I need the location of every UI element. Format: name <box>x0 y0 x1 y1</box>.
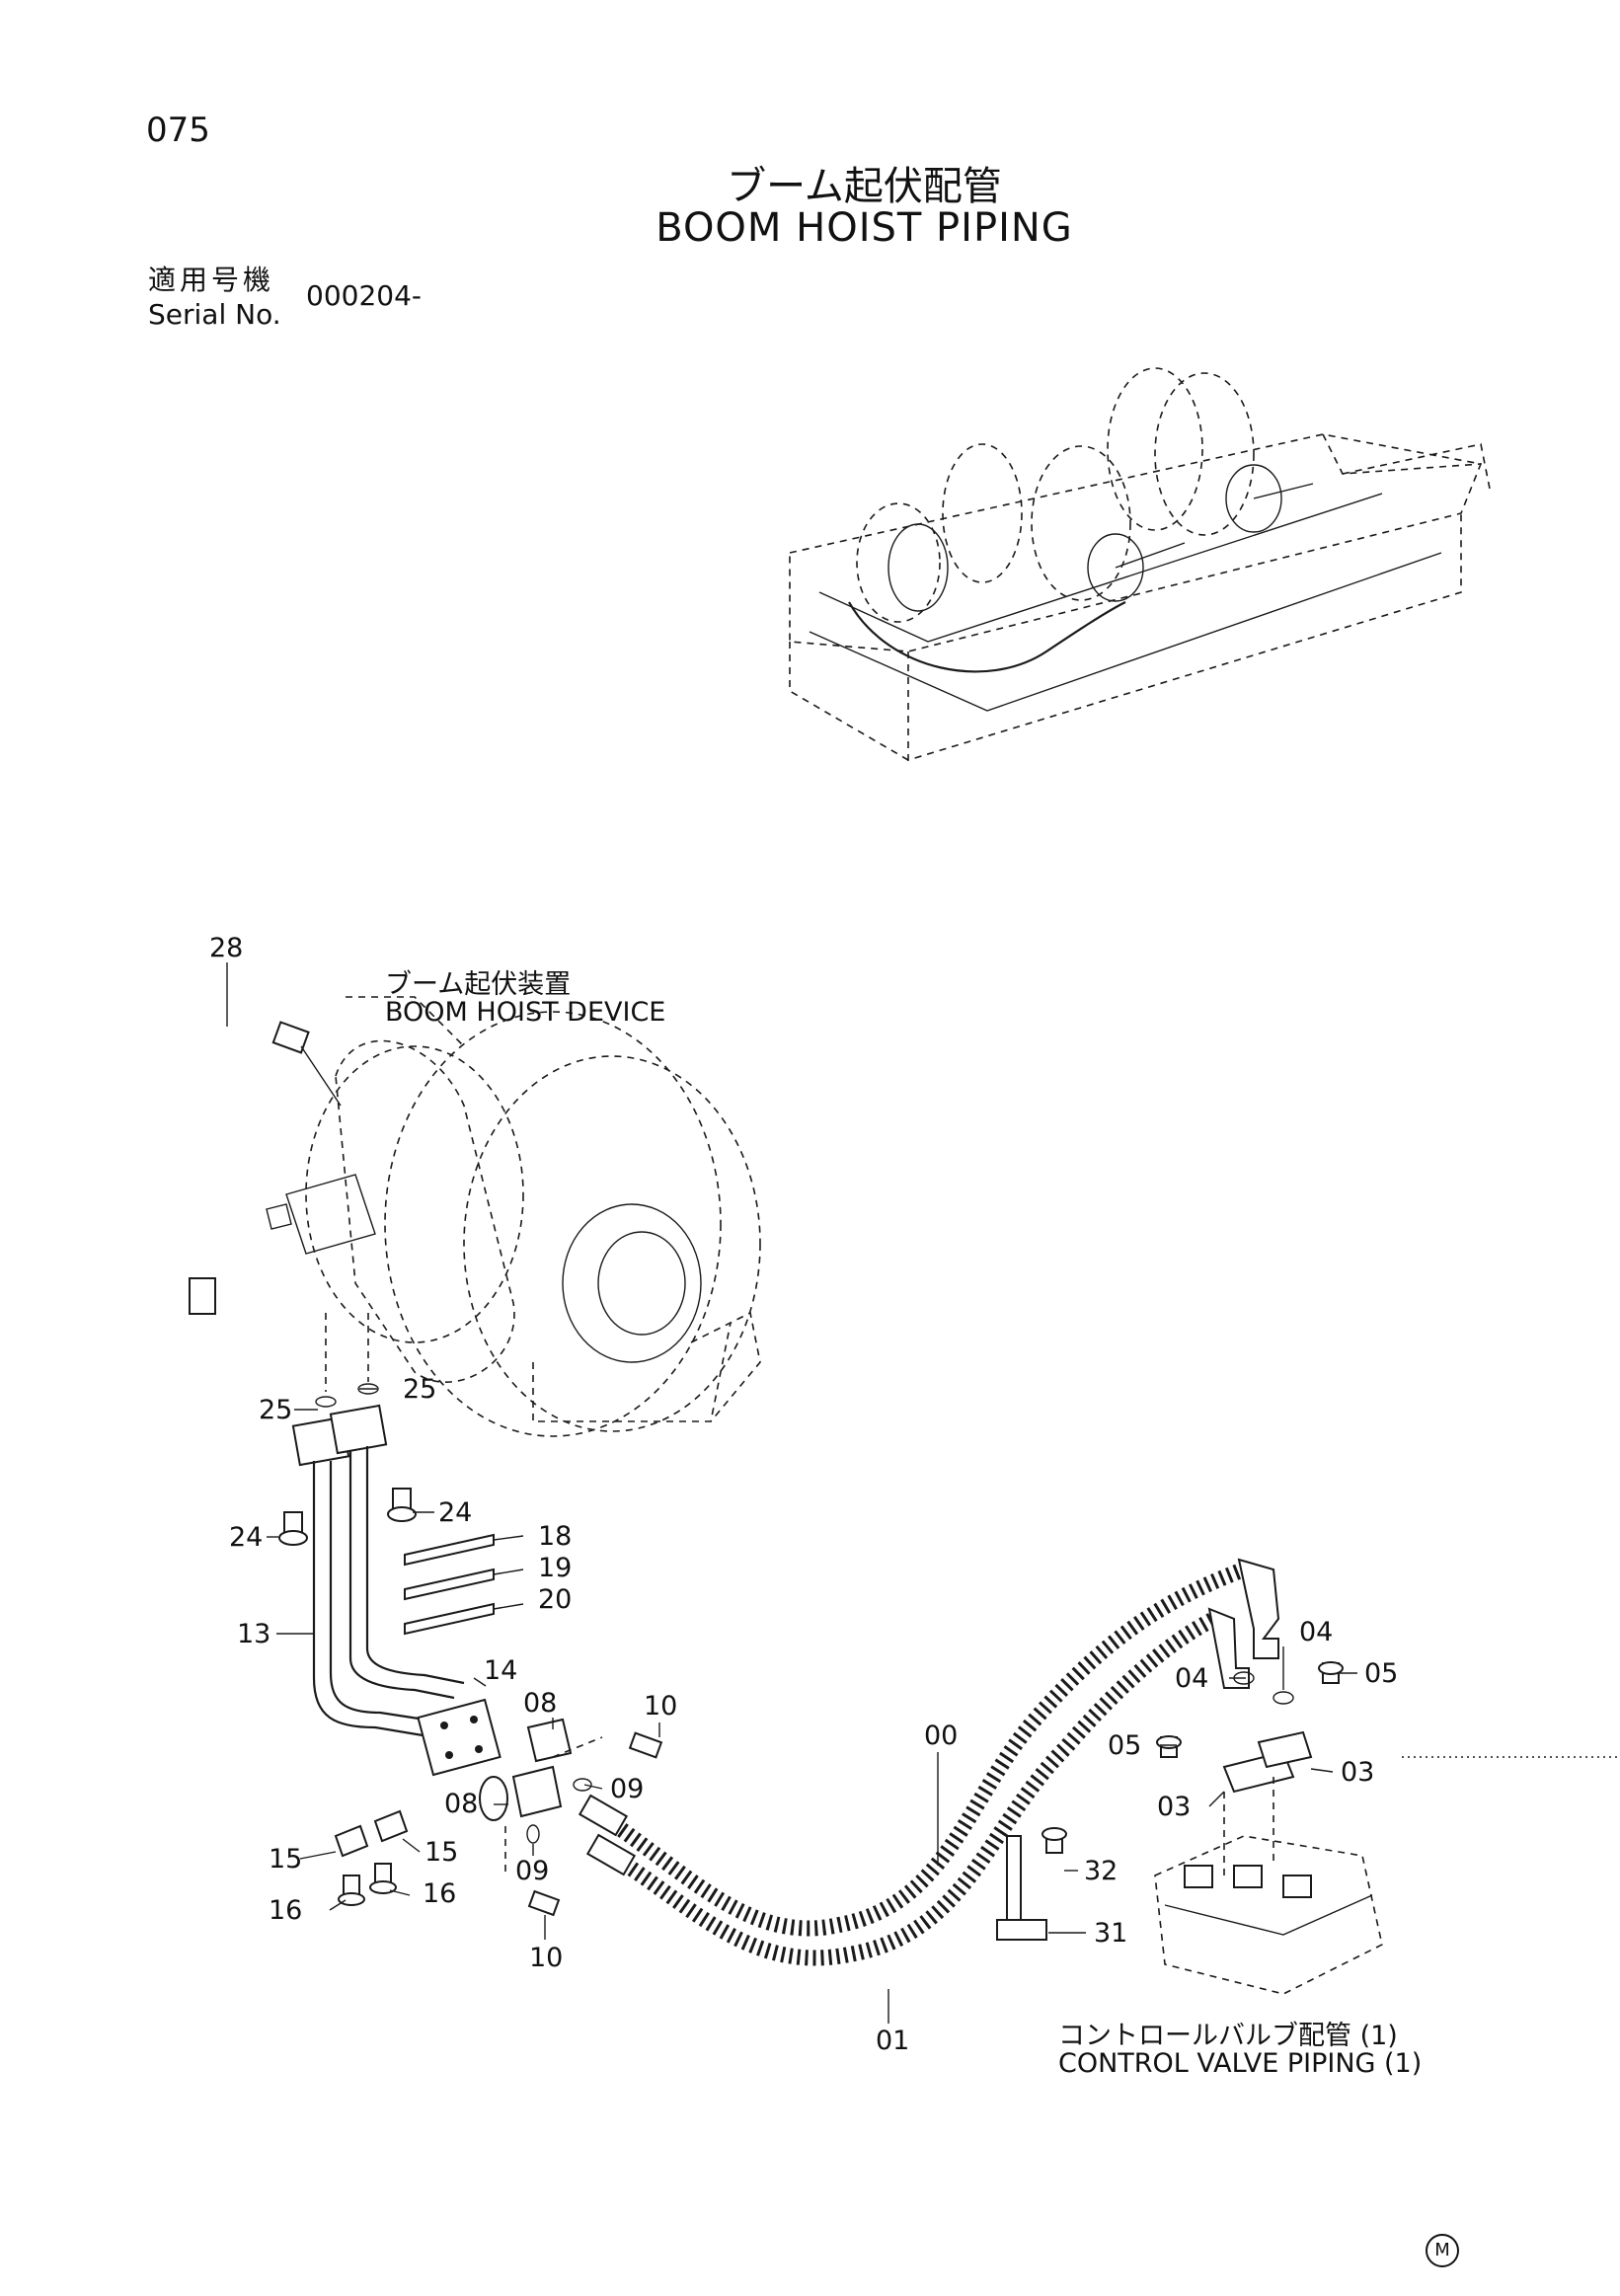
control-valve-drawing <box>996 1661 1619 1995</box>
callout-14: 14 <box>484 1655 518 1686</box>
callout-03: 03 <box>1157 1792 1192 1822</box>
fittings-08-09-10 <box>479 1718 663 1917</box>
callout-04: 04 <box>1175 1663 1209 1694</box>
m-mark: M <box>1426 2234 1459 2267</box>
callout-16: 16 <box>269 1895 303 1926</box>
callout-13: 13 <box>237 1619 271 1649</box>
callout-25: 25 <box>403 1374 437 1405</box>
hoses-00-01 <box>578 1558 1280 1966</box>
callout-31: 31 <box>1094 1918 1128 1949</box>
bolts-and-clamps <box>278 1488 417 1906</box>
callout-08: 08 <box>523 1688 558 1719</box>
callout-24: 24 <box>438 1497 473 1528</box>
callout-08: 08 <box>444 1789 479 1819</box>
callout-04: 04 <box>1299 1617 1334 1647</box>
serial-value: 000204- <box>306 279 422 312</box>
callout-05: 05 <box>1108 1730 1142 1761</box>
serial-label: Serial No. <box>148 298 281 331</box>
callout-18: 18 <box>538 1521 573 1552</box>
machine-overview-drawing <box>789 367 1492 762</box>
callout-01: 01 <box>876 2026 910 2056</box>
page-title-jp: ブーム起伏配管 <box>727 164 1002 209</box>
device-caption-jp: ブーム起伏装置 <box>385 969 572 1000</box>
callout-15: 15 <box>424 1837 459 1868</box>
serial-label-jp: 適用号機 <box>148 264 275 296</box>
valve-caption: CONTROL VALVE PIPING (1) <box>1058 2048 1423 2079</box>
callout-10: 10 <box>529 1943 564 1973</box>
callout-leaders <box>226 962 1357 2024</box>
callout-32: 32 <box>1084 1856 1119 1886</box>
callout-19: 19 <box>538 1553 573 1583</box>
valve-caption-jp: コントロールバルブ配管 (1) <box>1058 2021 1398 2051</box>
callout-16: 16 <box>423 1878 457 1909</box>
shims-18-19-20 <box>404 1533 495 1636</box>
boom-hoist-device-drawing <box>266 996 761 1437</box>
callout-10: 10 <box>644 1691 678 1722</box>
callout-20: 20 <box>538 1584 573 1615</box>
hose-28 <box>161 1021 342 1315</box>
callout-15: 15 <box>269 1844 303 1875</box>
page-title: BOOM HOIST PIPING <box>656 205 1073 251</box>
callout-00: 00 <box>924 1721 959 1751</box>
device-caption: BOOM HOIST DEVICE <box>385 997 666 1028</box>
callout-09: 09 <box>515 1856 550 1886</box>
callout-03: 03 <box>1341 1757 1375 1788</box>
callout-25: 25 <box>259 1395 293 1425</box>
callout-28: 28 <box>209 933 244 963</box>
callout-05: 05 <box>1364 1658 1399 1689</box>
pipe-assembly-13-14 <box>291 1313 501 1777</box>
callout-09: 09 <box>610 1774 645 1804</box>
page-number: 075 <box>146 111 210 150</box>
callout-24: 24 <box>229 1522 264 1553</box>
